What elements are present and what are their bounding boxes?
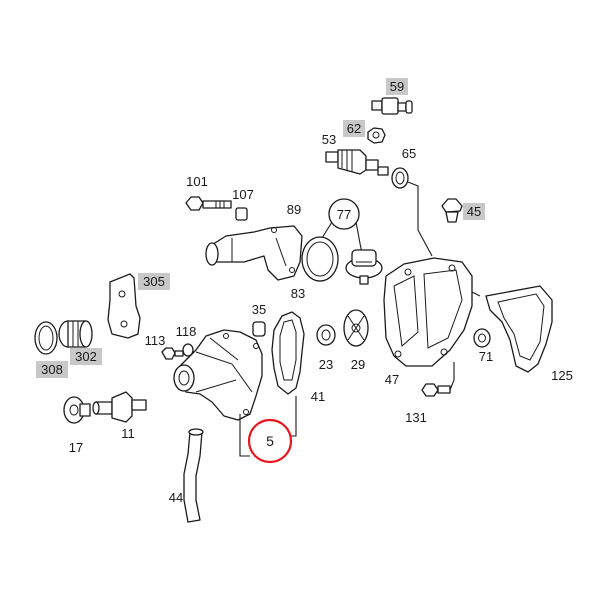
part-62-nut[interactable] [367, 127, 386, 144]
part-131-bolt[interactable] [421, 383, 451, 397]
label-44[interactable]: 44 [169, 490, 183, 505]
part-118-washer[interactable] [182, 343, 194, 357]
part-45-plug[interactable] [441, 198, 463, 223]
part-17-flange[interactable] [63, 396, 91, 424]
water-pump-body[interactable] [173, 329, 263, 421]
label-308[interactable]: 308 [41, 362, 63, 377]
part-305-bracket[interactable] [107, 273, 141, 339]
label-113[interactable]: 113 [145, 333, 166, 348]
label-47[interactable]: 47 [385, 372, 399, 387]
label-305[interactable]: 305 [143, 274, 165, 289]
part-35-bushing[interactable] [252, 321, 266, 337]
label-107[interactable]: 107 [232, 187, 254, 202]
label-23[interactable]: 23 [319, 357, 333, 372]
label-83[interactable]: 83 [291, 286, 305, 301]
tag-45-bg [463, 203, 485, 220]
label-59[interactable]: 59 [390, 79, 404, 94]
label-89[interactable]: 89 [287, 202, 301, 217]
part-77-thermostat-kit[interactable] [321, 198, 363, 255]
tag-62-bg [343, 120, 365, 137]
label-62[interactable]: 62 [347, 121, 361, 136]
tag-59-bg [386, 78, 408, 95]
part-59-temperature-sensor[interactable] [371, 97, 413, 115]
part-71-bushing[interactable] [473, 328, 491, 348]
label-71[interactable]: 71 [479, 349, 493, 364]
part-11-shaft-bearing[interactable] [92, 391, 147, 423]
part-77-o-ring[interactable] [301, 236, 339, 282]
leader-65 [407, 181, 433, 257]
part-89-outlet-elbow[interactable] [205, 225, 303, 281]
part-101-bolt[interactable] [185, 196, 232, 211]
label-45[interactable]: 45 [467, 204, 481, 219]
leader-131 [449, 362, 455, 391]
leader-5b [288, 396, 297, 437]
label-41[interactable]: 41 [311, 389, 325, 404]
tag-308-bg [36, 361, 68, 378]
highlight-circle-5[interactable] [247, 418, 293, 464]
part-23-bushing[interactable] [316, 324, 336, 346]
label-17[interactable]: 17 [69, 440, 83, 455]
part-47-housing[interactable] [383, 257, 481, 367]
label-131[interactable]: 131 [405, 410, 427, 425]
leader-5 [239, 414, 250, 457]
label-65[interactable]: 65 [402, 146, 416, 161]
tag-302-bg [70, 348, 102, 365]
part-113-bolt[interactable] [161, 347, 184, 360]
label-35[interactable]: 35 [252, 302, 266, 317]
part-65-seal-ring[interactable] [391, 167, 409, 189]
part-125-gasket[interactable] [485, 285, 553, 373]
part-44-hose[interactable] [183, 428, 204, 523]
part-41-gasket[interactable] [271, 311, 305, 395]
part-302-seal[interactable] [58, 320, 93, 348]
label-53[interactable]: 53 [322, 132, 336, 147]
tag-305-bg [138, 273, 170, 290]
label-125[interactable]: 125 [551, 368, 573, 383]
part-107-washer[interactable] [235, 207, 248, 221]
label-118[interactable]: 118 [176, 324, 197, 339]
part-77-thermostat[interactable] [345, 249, 383, 285]
label-5[interactable]: 5 [266, 433, 274, 449]
label-101[interactable]: 101 [186, 174, 208, 189]
part-53-sender-unit[interactable] [325, 149, 389, 176]
label-11[interactable]: 11 [121, 426, 135, 441]
part-29-impeller[interactable] [343, 309, 369, 347]
label-29[interactable]: 29 [351, 357, 365, 372]
label-302[interactable]: 302 [75, 349, 97, 364]
label-77[interactable]: 77 [337, 207, 351, 222]
part-308-o-ring[interactable] [34, 321, 58, 355]
